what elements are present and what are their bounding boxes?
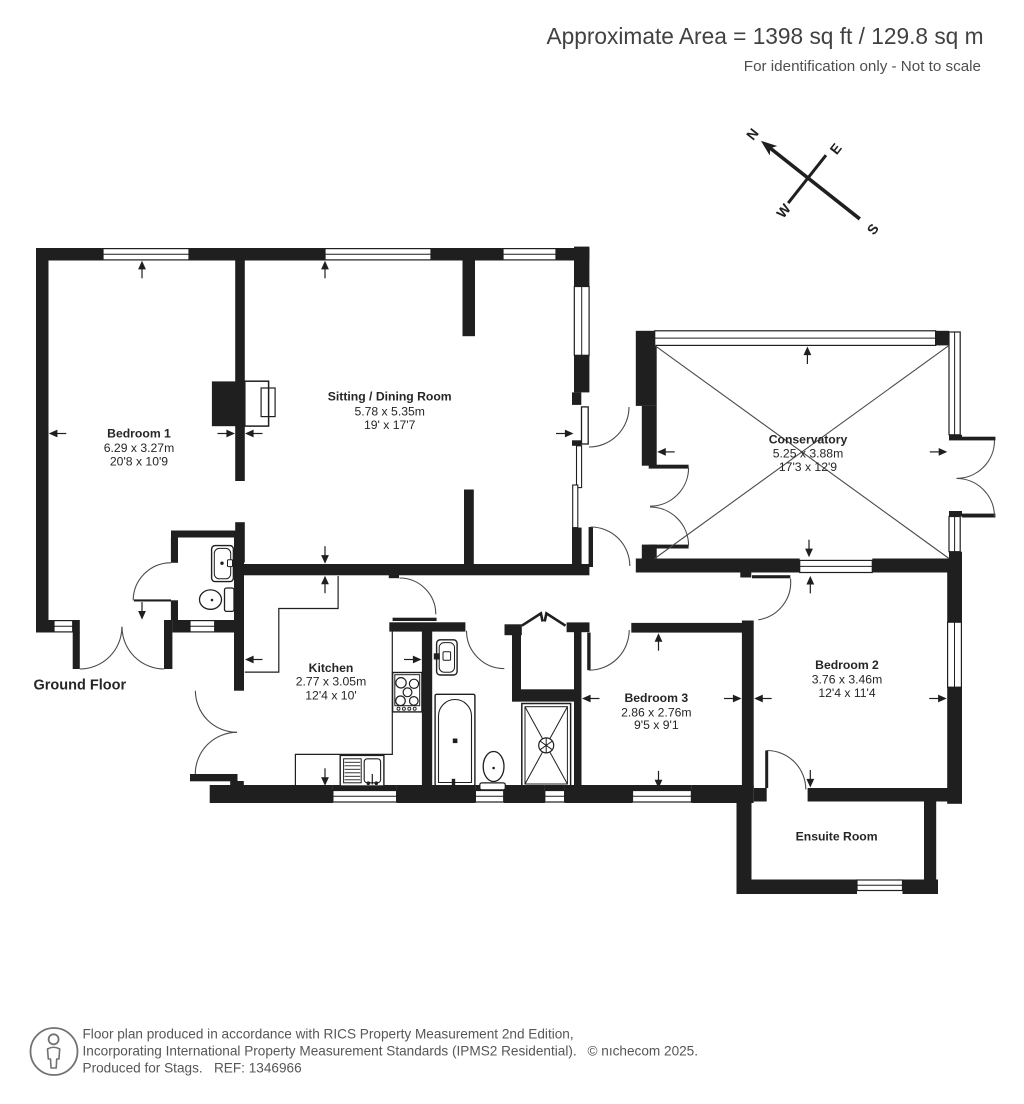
svg-text:5.25 x 3.88m: 5.25 x 3.88m	[773, 447, 843, 461]
svg-text:12'4 x 10': 12'4 x 10'	[305, 688, 356, 702]
svg-text:S: S	[864, 221, 882, 238]
svg-text:6.29 x 3.27m: 6.29 x 3.27m	[104, 441, 174, 455]
svg-text:19' x 17'7: 19' x 17'7	[364, 418, 416, 432]
svg-text:© nıchecom 2025.: © nıchecom 2025.	[588, 1044, 699, 1059]
svg-text:For identification only - Not: For identification only - Not to scale	[744, 58, 981, 75]
svg-text:Floor plan produced in accorda: Floor plan produced in accordance with R…	[83, 1027, 574, 1042]
svg-text:Bedroom 2: Bedroom 2	[815, 658, 879, 672]
svg-text:17'3 x 12'9: 17'3 x 12'9	[779, 460, 837, 474]
svg-text:Bedroom 1: Bedroom 1	[107, 427, 171, 441]
svg-text:2.77 x 3.05m: 2.77 x 3.05m	[296, 674, 366, 688]
svg-text:Approximate Area = 1398 sq ft: Approximate Area = 1398 sq ft / 129.8 sq…	[547, 23, 984, 49]
svg-text:Kitchen: Kitchen	[309, 661, 354, 675]
svg-text:Ground Floor: Ground Floor	[34, 678, 127, 694]
svg-text:9'5 x 9'1: 9'5 x 9'1	[634, 718, 679, 732]
svg-text:Conservatory: Conservatory	[769, 433, 848, 447]
svg-text:2.86 x 2.76m: 2.86 x 2.76m	[621, 705, 691, 719]
svg-text:E: E	[826, 140, 844, 157]
svg-text:12'4 x 11'4: 12'4 x 11'4	[818, 686, 876, 700]
svg-text:20'8 x 10'9: 20'8 x 10'9	[110, 455, 168, 469]
svg-text:5.78 x 5.35m: 5.78 x 5.35m	[354, 404, 424, 418]
svg-text:Produced for Stags. REF: 134: Produced for Stags. REF: 1346966	[83, 1061, 302, 1076]
svg-text:Incorporating International Pr: Incorporating International Property Mea…	[83, 1044, 577, 1059]
svg-text:W: W	[773, 200, 794, 221]
svg-text:Ensuite Room: Ensuite Room	[796, 830, 878, 844]
svg-text:Sitting / Dining Room: Sitting / Dining Room	[328, 389, 452, 403]
svg-text:3.76 x 3.46m: 3.76 x 3.46m	[812, 672, 882, 686]
svg-text:Bedroom 3: Bedroom 3	[624, 691, 688, 705]
svg-text:N: N	[743, 125, 762, 143]
